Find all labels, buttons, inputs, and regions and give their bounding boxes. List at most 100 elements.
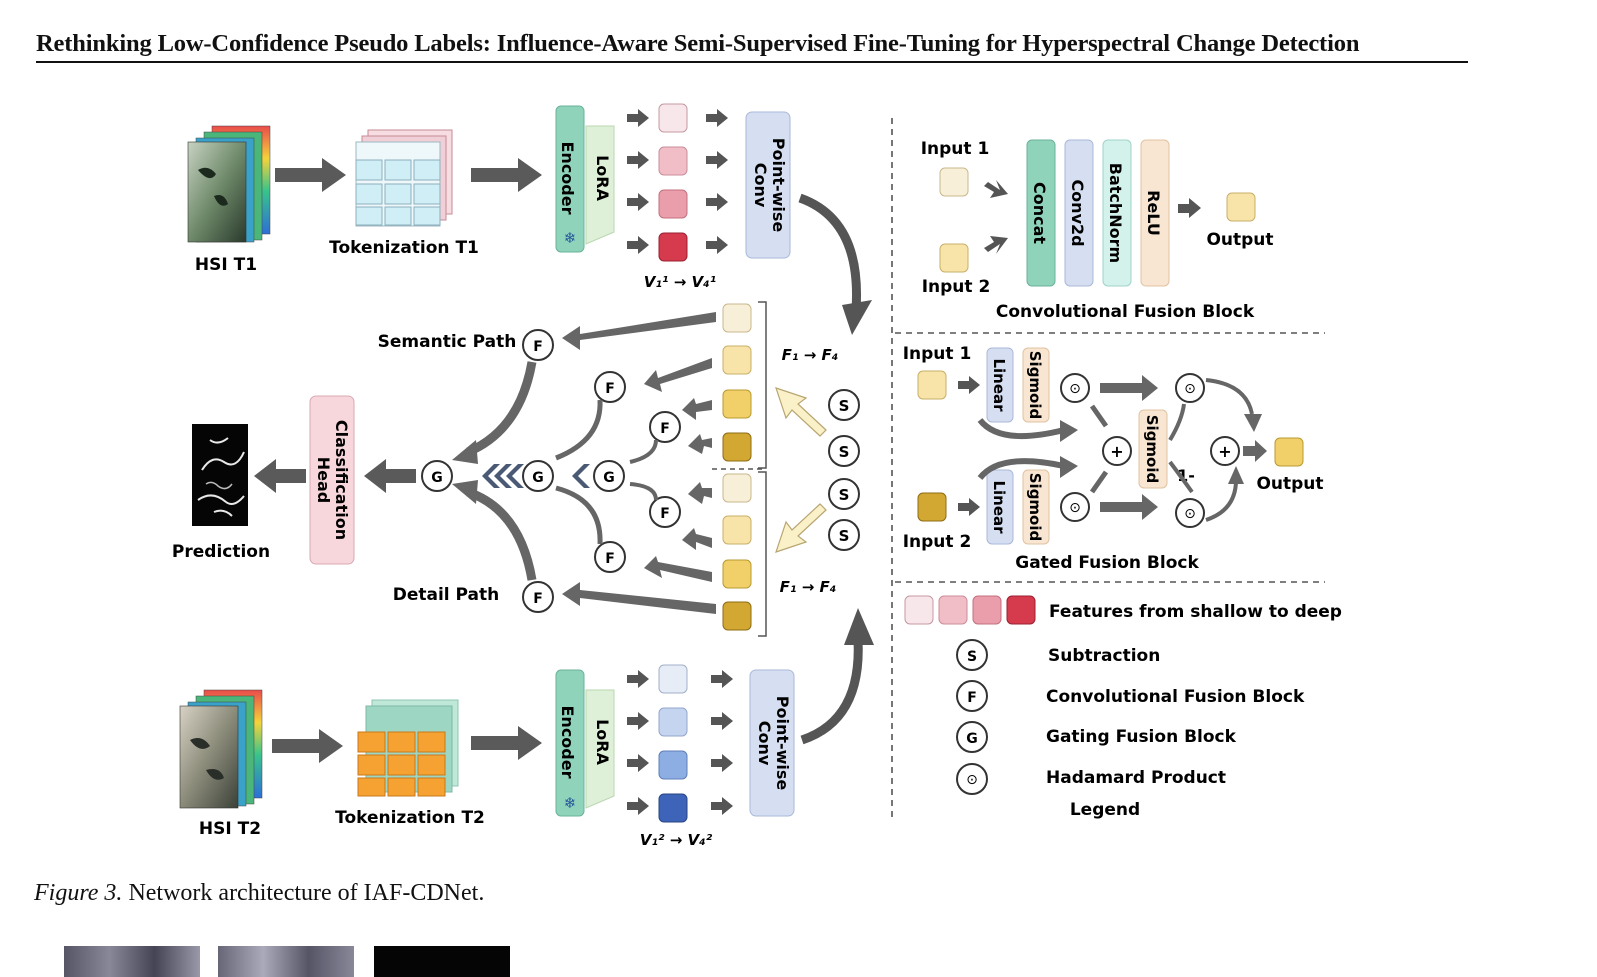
encoder-t1-block bbox=[555, 105, 585, 253]
sigmoid-label-3: Sigmoid bbox=[1143, 415, 1161, 484]
arrow-to-prediction bbox=[254, 459, 306, 493]
sigmoid-label-2: Sigmoid bbox=[1026, 473, 1044, 542]
gfb-input-arrows bbox=[958, 376, 980, 516]
f-node-3: F bbox=[660, 421, 670, 437]
linear-label-1: Linear bbox=[990, 358, 1008, 412]
arrow-t1-b bbox=[471, 158, 542, 192]
next-figure-thumb-1 bbox=[64, 946, 200, 977]
paper-title: Rethinking Low-Confidence Pseudo Labels:… bbox=[36, 30, 1360, 57]
legend-f-symbol: F bbox=[967, 690, 977, 706]
legend-feature-swatches bbox=[904, 595, 1036, 625]
hadamard-sym-1: ⊙ bbox=[1069, 381, 1081, 397]
conv2d-block bbox=[1064, 139, 1094, 287]
lora-t1-block bbox=[585, 125, 615, 245]
prediction-map bbox=[192, 424, 248, 526]
paper-header: Rethinking Low-Confidence Pseudo Labels:… bbox=[36, 30, 1468, 63]
cfb-input1-box bbox=[939, 167, 969, 197]
snowflake-icon: ❄ bbox=[564, 794, 577, 812]
caption-text: Network architecture of IAF-CDNet. bbox=[128, 880, 485, 906]
encoder-t1-label: Encoder bbox=[558, 142, 577, 215]
cfb-title: Convolutional Fusion Block bbox=[996, 302, 1255, 322]
relu-block bbox=[1140, 139, 1170, 287]
snowflake-icon: ❄ bbox=[564, 229, 577, 247]
hadamard-sym-4: ⊙ bbox=[1184, 506, 1196, 522]
pointwise-t2-line1: Point-wise bbox=[773, 696, 792, 791]
pointwise-conv-t2 bbox=[749, 669, 795, 817]
legend-s-symbol: S bbox=[967, 649, 977, 665]
hadamard-sym-2: ⊙ bbox=[1069, 500, 1081, 516]
classification-head-block bbox=[309, 395, 355, 565]
next-figure-thumb-3 bbox=[374, 946, 510, 977]
linear-block-2 bbox=[986, 469, 1014, 545]
features-t2 bbox=[658, 664, 688, 823]
gfb-title: Gated Fusion Block bbox=[1015, 553, 1199, 573]
gfb-input1-label: Input 1 bbox=[903, 344, 972, 364]
curve-arrow-t1-head bbox=[842, 300, 872, 335]
f-node-5: F bbox=[605, 551, 615, 567]
feature-arrows bbox=[562, 312, 716, 614]
plus-sym-2: + bbox=[1218, 442, 1231, 461]
tokenization-t1-label: Tokenization T1 bbox=[329, 238, 479, 258]
pointwise-t1-line1: Point-wise bbox=[769, 138, 788, 233]
small-arrows-t2 bbox=[627, 670, 733, 815]
gfb-output-box bbox=[1274, 437, 1304, 467]
linear-label-2: Linear bbox=[990, 480, 1008, 534]
legend-features-text: Features from shallow to deep bbox=[1049, 602, 1342, 622]
small-arrows-t1 bbox=[627, 109, 728, 254]
sigmoid-block-3 bbox=[1138, 409, 1168, 489]
figure-caption: Figure 3. Network architecture of IAF-CD… bbox=[34, 880, 484, 907]
cfb-input-arrows bbox=[984, 180, 1008, 254]
semantic-path-label: Semantic Path bbox=[378, 332, 517, 352]
legend-g-symbol: G bbox=[966, 731, 978, 747]
g-node-1: G bbox=[431, 470, 443, 486]
curve-arrow-t2-head bbox=[844, 608, 874, 645]
hadamard-sym-3: ⊙ bbox=[1184, 381, 1196, 397]
legend-gating-text: Gating Fusion Block bbox=[1046, 727, 1237, 747]
g-node-3: G bbox=[603, 470, 615, 486]
cfb-output-label: Output bbox=[1206, 230, 1273, 250]
sigmoid-block-2 bbox=[1022, 469, 1050, 545]
f-node-2: F bbox=[605, 381, 615, 397]
linear-block-1 bbox=[986, 347, 1014, 423]
gfb-curve-heads bbox=[1060, 414, 1262, 484]
pointwise-t1-line2: Conv bbox=[751, 163, 770, 208]
conv2d-label: Conv2d bbox=[1068, 179, 1087, 246]
legend-conv-fusion-text: Convolutional Fusion Block bbox=[1046, 687, 1305, 707]
hsi-t2-cube bbox=[179, 689, 263, 809]
f-range-lower: F₁ → F₄ bbox=[780, 578, 837, 596]
pointwise-conv-t1 bbox=[745, 111, 791, 259]
subtraction-nodes bbox=[828, 389, 860, 551]
arrow-to-head bbox=[364, 459, 416, 493]
s-node-3: S bbox=[839, 486, 850, 504]
curve-arrow-t2 bbox=[800, 639, 863, 745]
bracket-upper bbox=[758, 301, 767, 469]
tokenization-t2-label: Tokenization T2 bbox=[335, 808, 485, 828]
legend-symbols bbox=[956, 639, 988, 795]
gfb-input2-box bbox=[917, 492, 947, 522]
relu-label: ReLU bbox=[1144, 190, 1163, 236]
cream-arrows bbox=[775, 387, 827, 553]
prediction-label: Prediction bbox=[172, 542, 270, 562]
hsi-t1-cube bbox=[187, 125, 271, 243]
features-t1 bbox=[658, 103, 688, 262]
cfb-input2-box bbox=[939, 243, 969, 273]
f-node-6: F bbox=[533, 591, 543, 607]
cfb-output-box bbox=[1226, 192, 1256, 222]
hadamard-nodes-gfb bbox=[1060, 373, 1205, 528]
plus-nodes bbox=[1102, 436, 1240, 466]
gfb-curves bbox=[977, 378, 1254, 522]
detail-path-label: Detail Path bbox=[393, 585, 500, 605]
tokenization-t1-grid bbox=[355, 129, 453, 227]
path-curve-heads bbox=[452, 440, 478, 504]
gating-g-nodes bbox=[421, 460, 625, 492]
lora-t1-label: LoRA bbox=[593, 155, 612, 202]
s-node-2: S bbox=[839, 443, 850, 461]
f-node-4: F bbox=[660, 506, 670, 522]
fusion-f-nodes bbox=[522, 329, 681, 613]
legend-hadamard-text: Hadamard Product bbox=[1046, 768, 1226, 788]
path-curves bbox=[466, 361, 658, 581]
caption-label: Figure 3. bbox=[34, 880, 123, 906]
lora-t2-label: LoRA bbox=[593, 719, 612, 766]
cfb-input2-label: Input 2 bbox=[922, 277, 991, 297]
